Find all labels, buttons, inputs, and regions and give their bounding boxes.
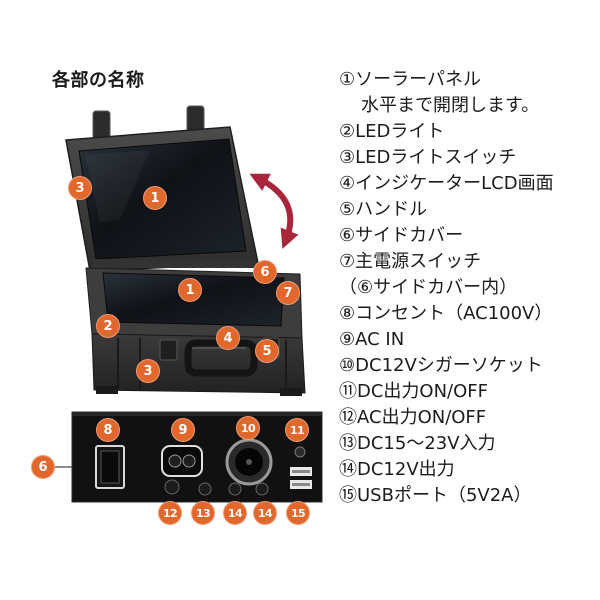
usb-port-slot <box>292 483 310 486</box>
callout-dc12v-output: 14 <box>223 501 247 525</box>
part-name-handle: ⑤ハンドル <box>339 199 428 220</box>
callout-solar-panel-base: 1 <box>178 278 202 302</box>
part-name-ac-output-switch: ⑫AC出力ON/OFF <box>339 407 487 428</box>
callout-side-cover: 6 <box>253 260 277 284</box>
callout-main-power-switch: 7 <box>276 281 300 305</box>
part-name-dc12v-output: ⑭DC12V出力 <box>339 459 455 480</box>
callout-led-light: 2 <box>96 314 120 338</box>
foot-right <box>280 388 302 396</box>
callout-solar-panel-lid: 1 <box>143 186 167 210</box>
part-note-main-power-switch: （⑥サイドカバー内） <box>339 277 518 298</box>
callout-lcd-screen: 4 <box>216 326 240 350</box>
latch-left <box>159 339 178 361</box>
part-name-lcd-screen: ④インジケーターLCD画面 <box>339 173 554 194</box>
callout-side-cover: 6 <box>31 455 55 479</box>
part-name-cigarette-socket: ⑩DC12Vシガーソケット <box>339 355 543 376</box>
callout-dc12v-output: 14 <box>253 501 277 525</box>
callout-handle: 5 <box>255 339 279 363</box>
ac-output-button <box>164 479 180 495</box>
handle <box>184 339 258 377</box>
part-name-dc-input: ⑬DC15～23V入力 <box>339 433 496 454</box>
lid-clip-left <box>92 110 111 140</box>
callout-ac-output-switch: 12 <box>158 501 182 525</box>
part-name-ac-outlet: ⑧コンセント（AC100V） <box>339 303 553 324</box>
lid-hinge-strip <box>92 259 256 268</box>
callout-cigarette-socket: 10 <box>236 416 260 440</box>
side-panel-highlight <box>72 412 322 416</box>
dc-output-button <box>294 446 306 458</box>
part-note-solar-panel: 水平まで開閉します。 <box>361 95 540 116</box>
part-name-main-power-switch: ⑦主電源スイッチ <box>339 251 482 272</box>
dc12v-output-port <box>255 482 269 496</box>
callout-ac-in: 9 <box>171 418 195 442</box>
open-close-arrow <box>249 173 299 249</box>
main-power-switch-rocker <box>100 450 120 484</box>
part-name-side-cover: ⑥サイドカバー <box>339 225 464 246</box>
callout-led-light-switch: 3 <box>68 176 92 200</box>
part-name-led-light: ②LEDライト <box>339 121 445 142</box>
foot-left <box>96 386 118 394</box>
part-name-ac-in: ⑨AC IN <box>339 329 405 350</box>
parts-name-list: ①ソーラーパネル 水平まで開閉します。 ②LEDライト ③LEDライトスイッチ … <box>339 67 594 509</box>
ac-in-socket <box>161 445 203 477</box>
dc12v-output-port <box>228 482 242 496</box>
callout-led-light-switch: 3 <box>136 359 160 383</box>
page-title: 各部の名称 <box>52 70 145 91</box>
part-name-solar-panel: ①ソーラーパネル <box>339 69 481 90</box>
lid-clip-right <box>186 105 205 133</box>
dc-input-port <box>198 482 212 496</box>
cigarette-socket-contact <box>246 459 252 465</box>
part-name-usb-port: ⑮USBポート（5V2A） <box>339 485 532 506</box>
part-name-led-light-switch: ③LEDライトスイッチ <box>339 147 517 168</box>
callout-ac-outlet: 8 <box>96 418 120 442</box>
ac-in-pin <box>168 454 182 468</box>
panel-reflection <box>85 150 150 222</box>
ac-in-pin <box>182 454 196 468</box>
callout-usb-port: 15 <box>286 501 310 525</box>
part-name-dc-output-switch: ⑪DC出力ON/OFF <box>339 381 489 402</box>
usb-port-slot <box>292 470 310 473</box>
callout-dc-input: 13 <box>191 501 215 525</box>
callout-dc-output-switch: 11 <box>285 418 309 442</box>
